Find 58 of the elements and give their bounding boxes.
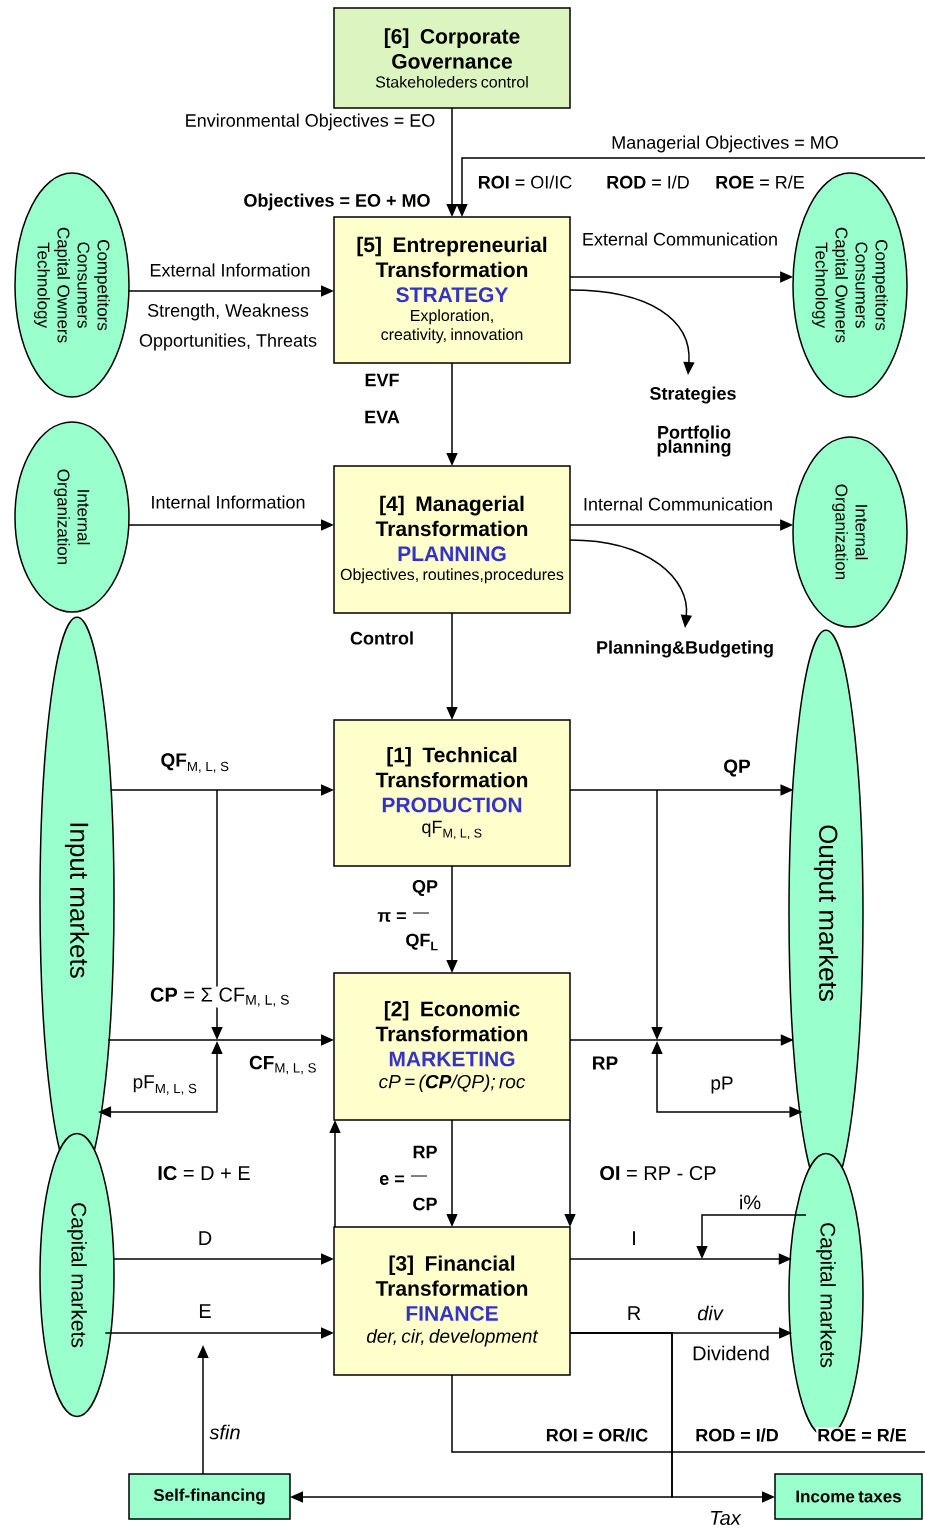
oval: Input markets xyxy=(39,616,115,1184)
text-label: EVA xyxy=(363,409,401,425)
edge-label: $\textbf{QF}_{\text{M, L, S}}$ xyxy=(159,752,231,774)
edge-label: pP xyxy=(709,1075,735,1095)
edge-label: E xyxy=(197,1303,213,1319)
text-label: ROI = OR/IC xyxy=(544,1427,650,1443)
edge-label: $\textbf{CF}_{\text{M, L, S}}$ xyxy=(248,1054,318,1076)
edge-label: R xyxy=(625,1305,643,1321)
edge-label: Strategies xyxy=(648,385,738,405)
edge-label: RP xyxy=(590,1055,620,1071)
text-label: IC = D + E xyxy=(156,1164,252,1182)
edge-label: External Communication xyxy=(580,231,780,247)
edge-label: QP xyxy=(722,758,752,778)
connector-line xyxy=(451,1374,925,1453)
text-label: Objectives = EO + MO xyxy=(242,192,432,212)
process-box: [4] Managerial Transformation PLANNING Objectives, routines,procedures xyxy=(333,465,571,614)
text-label: RP xyxy=(411,1144,439,1160)
text-label: ROE = R/E xyxy=(816,1427,908,1443)
text-label: QP xyxy=(411,878,439,898)
oval: Competitors Consumers Capital Owners Technology xyxy=(14,172,130,398)
edge-label: Environmental Objectives = EO xyxy=(183,112,437,132)
text-label: ROD = I/D xyxy=(605,174,691,190)
text-label: ROI = OI/IC xyxy=(476,174,574,190)
text-label: CP xyxy=(411,1196,439,1212)
process-box: [6] Corporate Governance Stakeholeders control xyxy=(333,7,571,109)
process-box: [5] Entrepreneurial Transformation STRATEGY Exploration, creativity, innovation xyxy=(333,216,571,364)
edge-label: i% xyxy=(737,1193,763,1211)
edge-label: Managerial Objectives = MO xyxy=(610,134,840,154)
process-box: Income taxes xyxy=(774,1473,923,1520)
edge-label: D xyxy=(196,1230,214,1246)
oval: Internal Organization xyxy=(792,436,908,628)
text-label: div xyxy=(696,1304,724,1322)
text-label: Dividend xyxy=(691,1344,771,1362)
edge-label: Internal Communication xyxy=(581,496,775,512)
edge-label: Control xyxy=(349,630,415,646)
edge-label: I xyxy=(630,1230,638,1246)
oval: Internal Organization xyxy=(14,421,130,613)
edge-label: Tax xyxy=(708,1510,742,1526)
process-box: Self-financing xyxy=(128,1473,291,1520)
text-label: Strength, Weakness xyxy=(146,302,310,322)
process-box: [1] Technical Transformation PRODUCTION $\text{qF}_{\text{M, L, S}}$ xyxy=(333,719,571,867)
edge-label: OI = RP - CP xyxy=(598,1164,718,1182)
edge-label: sfin xyxy=(208,1423,242,1441)
text-label: $\textbf{CP}\text{ = Σ CF}_{\text{M, L, S}}$ xyxy=(149,986,291,1008)
edge-label: Internal Information xyxy=(149,494,307,510)
edge-label: $\text{pF}_{\text{M, L, S}}$ xyxy=(131,1074,199,1096)
edge-label: Planning&Budgeting xyxy=(595,639,775,659)
text-label: π = xyxy=(376,911,408,923)
text-label: ROD = I/D xyxy=(694,1427,780,1443)
oval: Capital markets xyxy=(39,1132,115,1418)
oval: Output markets xyxy=(788,629,864,1197)
process-box: [3] Financial Transformation FINANCE der, cir, development xyxy=(333,1226,571,1376)
text-label: $\textbf{QF}_{\textbf{L}}$ xyxy=(404,932,440,952)
text-label: e = xyxy=(378,1174,406,1186)
text-label: Portfolio planning xyxy=(643,424,745,458)
text-label: Opportunities, Threats xyxy=(137,332,319,352)
process-box: [2] Economic Transformation MARKETING cP = (CP/QP); roc xyxy=(333,972,571,1121)
edge-label: External Information xyxy=(148,262,312,278)
